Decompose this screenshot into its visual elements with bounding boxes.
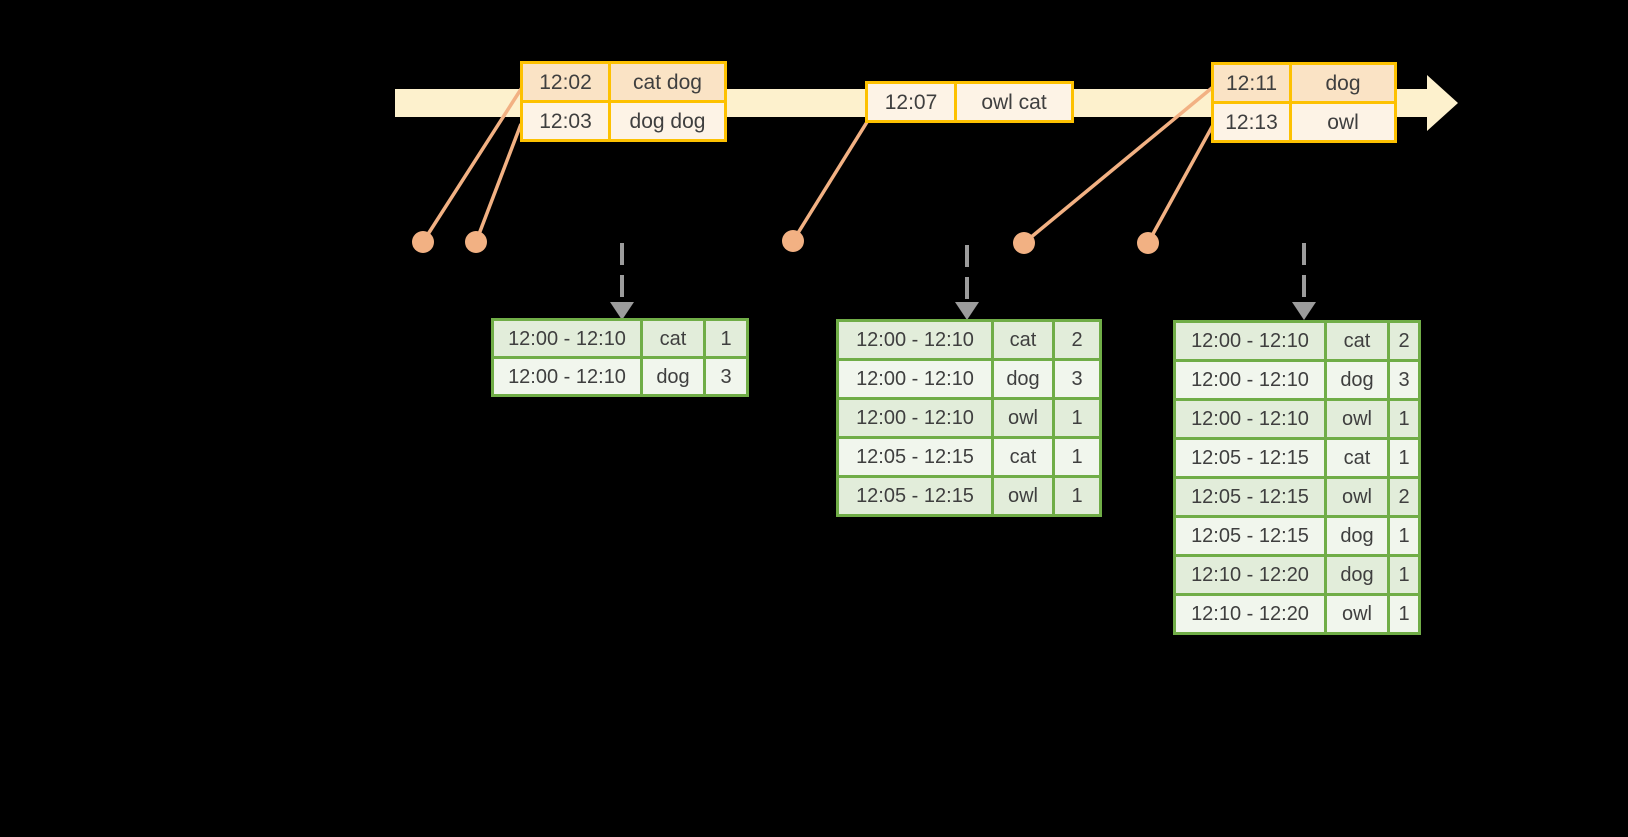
connector-line (1022, 85, 1215, 245)
window-cell: 12:00 - 12:10 (494, 359, 640, 394)
word-cell: cat (1327, 323, 1387, 359)
word-cell: cat (994, 439, 1052, 475)
event-words-cell: dog (1292, 65, 1394, 101)
event-box-3: 12:11 dog 12:13 owl (1211, 62, 1397, 143)
count-cell: 2 (1390, 479, 1418, 515)
event-dot (465, 231, 487, 253)
word-cell: owl (1327, 401, 1387, 437)
window-cell: 12:05 - 12:15 (1176, 479, 1324, 515)
window-cell: 12:00 - 12:10 (494, 321, 640, 356)
event-time-cell: 12:02 (523, 64, 608, 100)
count-cell: 1 (1390, 440, 1418, 476)
word-cell: owl (1327, 596, 1387, 632)
event-box-1: 12:02 cat dog 12:03 dog dog (520, 61, 727, 142)
window-cell: 12:10 - 12:20 (1176, 596, 1324, 632)
event-words-cell: owl cat (957, 84, 1071, 120)
count-cell: 3 (1390, 362, 1418, 398)
count-cell: 1 (1055, 400, 1099, 436)
word-cell: cat (643, 321, 703, 356)
window-cell: 12:10 - 12:20 (1176, 557, 1324, 593)
dashed-arrow-icon (955, 245, 979, 320)
window-cell: 12:00 - 12:10 (839, 400, 991, 436)
window-cell: 12:00 - 12:10 (839, 322, 991, 358)
word-cell: cat (994, 322, 1052, 358)
window-cell: 12:05 - 12:15 (1176, 440, 1324, 476)
event-words-cell: cat dog (611, 64, 724, 100)
word-cell: dog (994, 361, 1052, 397)
dashed-arrow-icon (610, 243, 634, 320)
window-cell: 12:00 - 12:10 (1176, 401, 1324, 437)
event-dot (412, 231, 434, 253)
count-cell: 3 (1055, 361, 1099, 397)
count-cell: 1 (1390, 596, 1418, 632)
connector-line (474, 123, 523, 243)
count-cell: 1 (1390, 401, 1418, 437)
window-cell: 12:05 - 12:15 (839, 478, 991, 514)
event-box-2: 12:07 owl cat (865, 81, 1074, 123)
word-cell: dog (643, 359, 703, 394)
connector-line (421, 85, 525, 243)
event-time-cell: 12:13 (1214, 104, 1289, 140)
word-cell: dog (1327, 557, 1387, 593)
dashed-arrow-icon (1292, 243, 1316, 320)
window-cell: 12:05 - 12:15 (839, 439, 991, 475)
event-time-cell: 12:11 (1214, 65, 1289, 101)
word-cell: dog (1327, 518, 1387, 554)
word-cell: owl (1327, 479, 1387, 515)
word-cell: cat (1327, 440, 1387, 476)
word-cell: dog (1327, 362, 1387, 398)
count-cell: 2 (1055, 322, 1099, 358)
event-time-cell: 12:03 (523, 103, 608, 139)
count-cell: 1 (706, 321, 746, 356)
event-dot (782, 230, 804, 252)
event-words-cell: dog dog (611, 103, 724, 139)
event-dot (1013, 232, 1035, 254)
count-cell: 2 (1390, 323, 1418, 359)
window-cell: 12:00 - 12:10 (1176, 323, 1324, 359)
event-dot (1137, 232, 1159, 254)
word-cell: owl (994, 400, 1052, 436)
event-words-cell: owl (1292, 104, 1394, 140)
window-cell: 12:00 - 12:10 (839, 361, 991, 397)
count-cell: 3 (706, 359, 746, 394)
count-cell: 1 (1055, 478, 1099, 514)
word-cell: owl (994, 478, 1052, 514)
count-cell: 1 (1390, 518, 1418, 554)
window-cell: 12:05 - 12:15 (1176, 518, 1324, 554)
connector-line (1146, 124, 1215, 244)
count-cell: 1 (1390, 557, 1418, 593)
event-time-cell: 12:07 (868, 84, 954, 120)
count-cell: 1 (1055, 439, 1099, 475)
window-cell: 12:00 - 12:10 (1176, 362, 1324, 398)
connector-line (791, 121, 869, 242)
